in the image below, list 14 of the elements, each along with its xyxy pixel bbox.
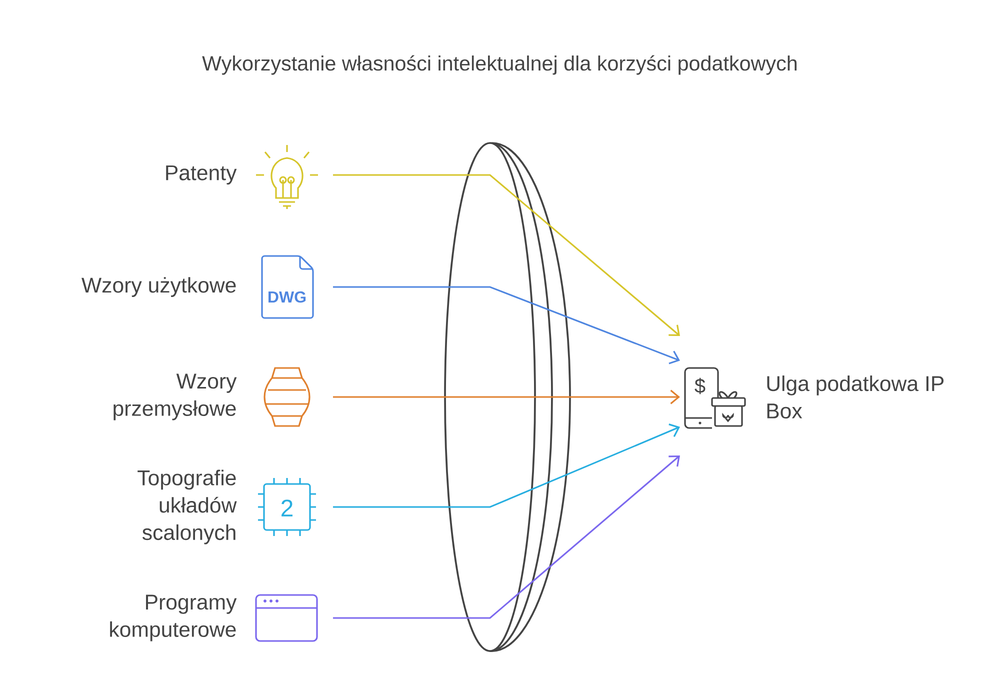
item-label: Topografie układów scalonych xyxy=(138,470,237,544)
arrow xyxy=(333,174,680,336)
title: Wykorzystanie własności intelektualnej dla korzyści podatkowych xyxy=(202,55,797,75)
arrow xyxy=(333,424,680,508)
item-label: Patenty xyxy=(166,165,237,185)
arrow xyxy=(333,455,680,619)
arrow xyxy=(333,390,680,404)
arrow xyxy=(333,286,680,364)
result-label: Ulga podatkowa IP Box xyxy=(767,376,944,418)
icon-label: $ xyxy=(694,378,706,394)
item-label: Programy komputerowe xyxy=(110,594,237,642)
icon-label: DWG xyxy=(268,291,306,303)
item-label: Wzory użytkowe xyxy=(82,277,236,297)
item-label: Wzory przemysłowe xyxy=(114,374,237,420)
